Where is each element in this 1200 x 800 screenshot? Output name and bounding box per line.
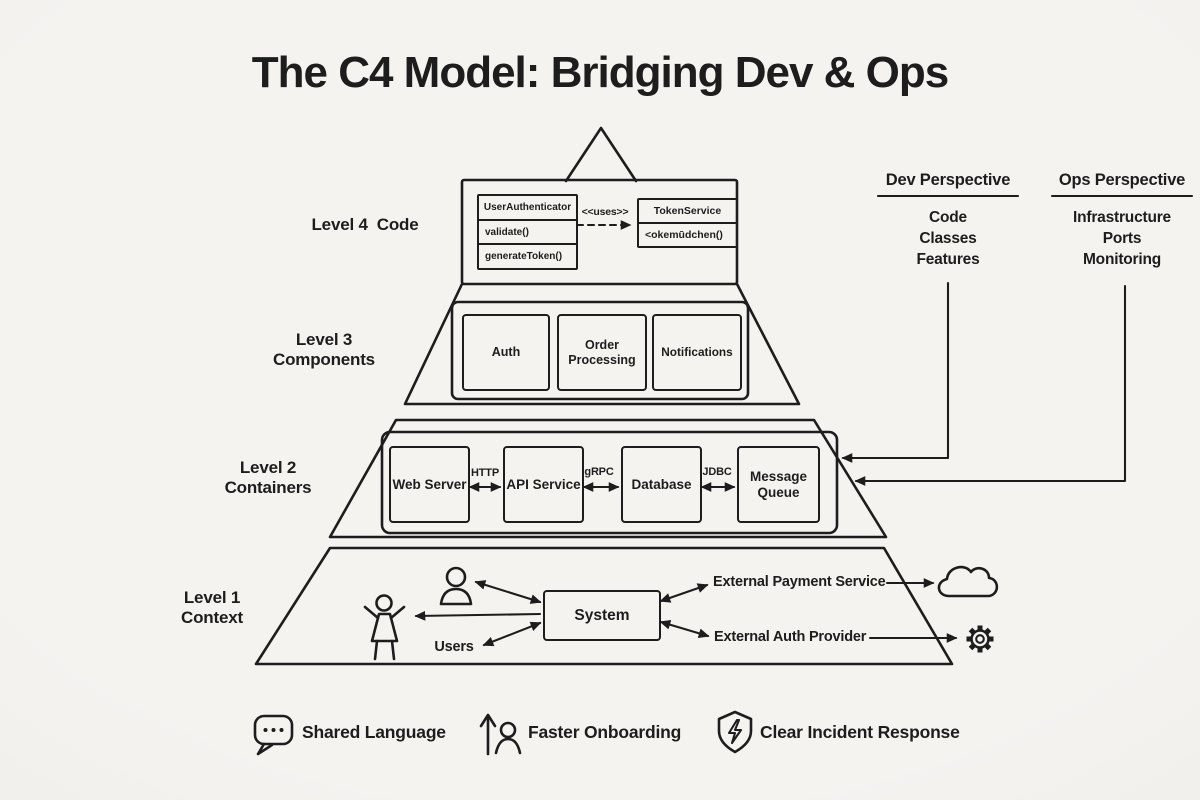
- level3-side-label-line1: Level 3: [295, 330, 353, 349]
- container-box-api-service: API Service: [503, 446, 584, 523]
- level2-side-label-line2: Containers: [224, 478, 312, 497]
- benefit-clear-incident-response-label: Clear Incident Response: [760, 722, 960, 742]
- gear-icon: [966, 625, 994, 653]
- benefit-shared-language-label: Shared Language: [302, 722, 446, 742]
- level1-side-label: Level 1 Context: [142, 588, 282, 628]
- container-box-database: Database: [621, 446, 702, 523]
- dev-perspective-title: Dev Perspective: [885, 171, 1011, 189]
- dev-item-code: Code: [929, 209, 967, 226]
- protocol-label-grpc: gRPC: [584, 466, 614, 478]
- dev-item-classes: Classes: [919, 230, 977, 247]
- diagram-title: The C4 Model: Bridging Dev & Ops: [251, 48, 950, 97]
- level2-side-label-line1: Level 2: [239, 458, 297, 477]
- person-up-arrow-icon: [479, 713, 522, 756]
- uml-class-name: TokenService: [653, 205, 722, 217]
- ops-item-monitoring: Monitoring: [1082, 251, 1162, 268]
- cloud-icon: [937, 565, 999, 598]
- perspective-pointers: [841, 194, 1194, 486]
- stick-figure-icon: [363, 594, 406, 661]
- component-box-notifications: Notifications: [652, 314, 742, 391]
- ops-item-ports: Ports: [1102, 230, 1142, 247]
- shield-lightning-icon: [717, 710, 753, 754]
- ops-item-infrastructure: Infrastructure: [1073, 209, 1171, 226]
- level1-side-label-line2: Context: [181, 608, 243, 627]
- uml-method-token: <okemūdchen(): [639, 222, 736, 246]
- external-payment-service-label: External Payment Service: [713, 574, 886, 590]
- users-label: Users: [434, 639, 474, 655]
- uml-method-generate-token: generateToken(): [479, 243, 576, 268]
- uml-class-token-service: TokenService <okemūdchen(): [637, 198, 738, 248]
- uses-relation-label: <<uses>>: [581, 206, 629, 218]
- system-box: System: [543, 590, 661, 641]
- dev-perspective-items: Code Classes Features: [870, 207, 1026, 270]
- component-box-order-processing: Order Processing: [557, 314, 647, 391]
- level1-side-label-line1: Level 1: [183, 588, 241, 607]
- ops-perspective-items: Infrastructure Ports Monitoring: [1044, 207, 1200, 270]
- uml-class-name: UserAuthenticator: [483, 201, 572, 213]
- uml-method-validate: validate(): [479, 218, 576, 244]
- level4-side-label: Level 4 Code: [311, 215, 419, 234]
- external-auth-provider-label: External Auth Provider: [714, 629, 867, 645]
- level2-side-label: Level 2 Containers: [198, 458, 338, 498]
- uml-class-user-authenticator: UserAuthenticator validate() generateTok…: [477, 194, 578, 270]
- level3-side-label: Level 3 Components: [254, 330, 394, 370]
- ops-perspective-title: Ops Perspective: [1058, 171, 1186, 189]
- dev-item-features: Features: [916, 251, 980, 268]
- user-person-icon: [439, 566, 473, 606]
- container-box-web-server: Web Server: [389, 446, 470, 523]
- protocol-label-http: HTTP: [471, 467, 499, 479]
- level3-side-label-line2: Components: [273, 350, 375, 369]
- protocol-label-jdbc: JDBC: [702, 466, 732, 478]
- context-arrows: [414, 578, 958, 647]
- pyramid-outline: [254, 126, 954, 666]
- container-box-message-queue: Message Queue: [737, 446, 820, 523]
- benefit-faster-onboarding-label: Faster Onboarding: [528, 722, 682, 742]
- component-box-auth: Auth: [462, 314, 550, 391]
- speech-bubble-icon: [253, 714, 294, 756]
